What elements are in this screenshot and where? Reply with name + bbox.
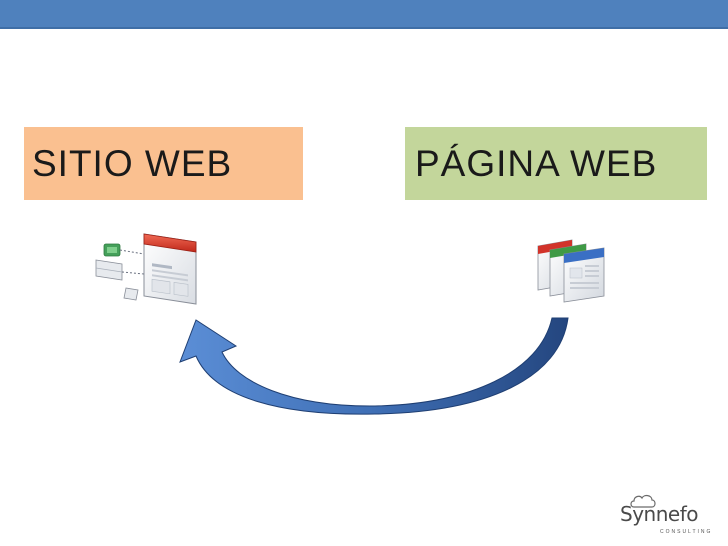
sitio-web-label: SITIO WEB	[24, 127, 303, 200]
logo-subtitle: CONSULTING	[660, 529, 713, 535]
pagina-web-label: PÁGINA WEB	[405, 127, 707, 200]
logo-name: Synnefo	[620, 502, 698, 526]
curved-arrow-icon	[179, 317, 569, 415]
cloud-icon	[630, 494, 656, 508]
web-pages-icon	[537, 239, 605, 303]
synnefo-logo: Synnefo CONSULTING	[620, 491, 720, 541]
top-bar	[0, 0, 728, 29]
website-icon	[95, 233, 197, 305]
